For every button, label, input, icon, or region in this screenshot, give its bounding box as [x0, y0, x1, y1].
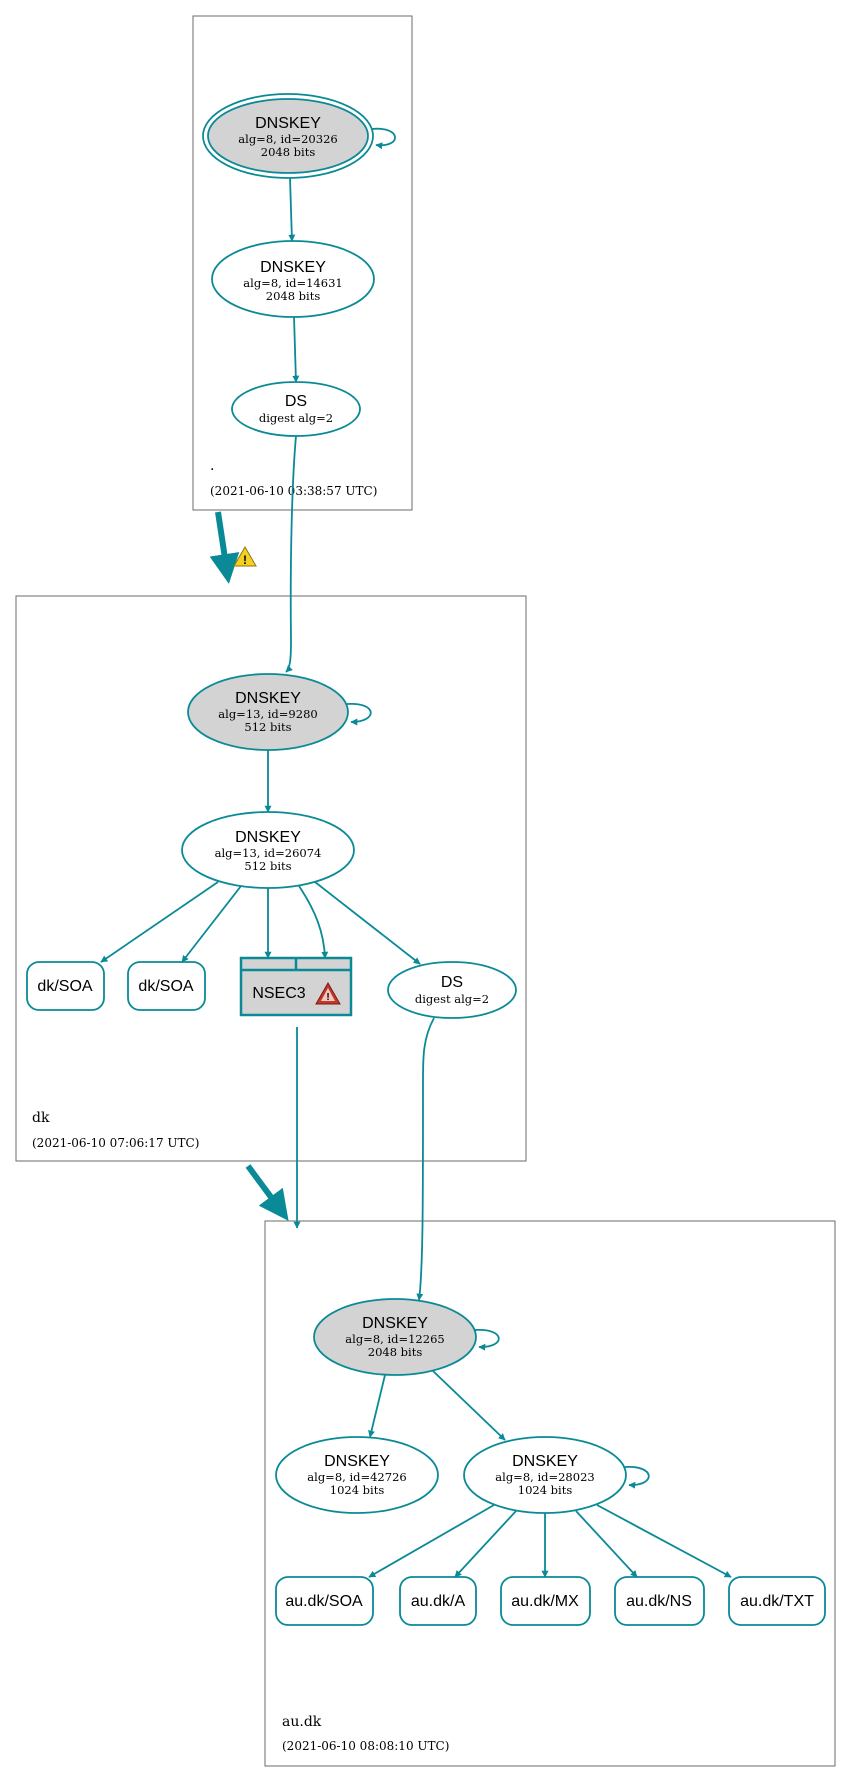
audk-zsk2-to-ns-edge	[575, 1510, 638, 1578]
dk-zsk-to-nsec3-edge-b	[298, 885, 329, 959]
zone-root-timestamp: (2021-06-10 03:38:57 UTC)	[210, 484, 377, 498]
audk-soa-label: au.dk/SOA	[285, 1593, 363, 1610]
error-icon[interactable]: !	[315, 981, 341, 1005]
audk-ns-label: au.dk/NS	[626, 1593, 692, 1610]
root-zsk-node[interactable]: DNSKEY alg=8, id=14631 2048 bits	[211, 240, 375, 318]
delegation-dk-to-audk-edge	[245, 1164, 289, 1221]
audk-ksk-to-zsk2-edge	[432, 1370, 506, 1441]
zone-audk-name: au.dk	[282, 1714, 322, 1730]
zone-audk-timestamp: (2021-06-10 08:08:10 UTC)	[282, 1739, 449, 1753]
dk-ksk-line2: 512 bits	[244, 720, 291, 734]
audk-soa-record[interactable]: au.dk/SOA	[275, 1576, 374, 1626]
zone-audk-box	[264, 1220, 836, 1767]
audk-a-record[interactable]: au.dk/A	[399, 1576, 477, 1626]
zone-dk-timestamp: (2021-06-10 07:06:17 UTC)	[32, 1136, 199, 1150]
audk-zsk2-line1: alg=8, id=28023	[495, 1470, 594, 1484]
dk-zsk-to-soa2-edge	[181, 885, 242, 963]
zone-root-name: .	[210, 458, 214, 474]
root-zsk-line1: alg=8, id=14631	[243, 276, 342, 290]
root-ksk-title: DNSKEY	[255, 115, 321, 132]
dk-zsk-node[interactable]: DNSKEY alg=13, id=26074 512 bits	[181, 811, 355, 889]
root-ksk-node[interactable]: DNSKEY alg=8, id=20326 2048 bits	[202, 93, 374, 179]
audk-zsk1-line1: alg=8, id=42726	[307, 1470, 406, 1484]
zone-dk-box	[15, 595, 527, 1162]
zone-root-box	[192, 15, 413, 511]
root-ksk-to-zsk-edge	[288, 177, 296, 242]
audk-ksk-to-zsk1-edge	[368, 1374, 386, 1438]
dk-ds-title: DS	[441, 974, 463, 991]
root-ksk-line2: 2048 bits	[261, 145, 316, 159]
zone-root: . (2021-06-10 03:38:57 UTC)	[192, 15, 413, 511]
root-ds-node[interactable]: DS digest alg=2	[231, 381, 361, 437]
delegation-root-to-dk-edge	[209, 511, 240, 584]
svg-text:!: !	[326, 992, 329, 1003]
audk-zsk2-line2: 1024 bits	[518, 1483, 573, 1497]
root-ds-title: DS	[285, 393, 307, 410]
dk-ds-to-audk-ksk-edge	[416, 1017, 435, 1301]
audk-ksk-node[interactable]: DNSKEY alg=8, id=12265 2048 bits	[313, 1298, 477, 1376]
root-ds-line1: digest alg=2	[259, 411, 333, 425]
dk-ksk-title: DNSKEY	[235, 690, 301, 707]
audk-ns-record[interactable]: au.dk/NS	[614, 1576, 705, 1626]
root-ds-to-dk-ksk-edge	[285, 435, 297, 673]
audk-zsk1-node[interactable]: DNSKEY alg=8, id=42726 1024 bits	[275, 1436, 439, 1514]
dk-zsk-line1: alg=13, id=26074	[215, 846, 322, 860]
audk-mx-record[interactable]: au.dk/MX	[500, 1576, 591, 1626]
dk-soa-1-label: dk/SOA	[37, 978, 92, 995]
dk-zsk-title: DNSKEY	[235, 829, 301, 846]
audk-zsk2-to-a-edge	[454, 1510, 517, 1578]
zone-dk-name: dk	[32, 1110, 50, 1126]
dk-ksk-node[interactable]: DNSKEY alg=13, id=9280 512 bits	[187, 673, 349, 751]
dk-ds-node[interactable]: DS digest alg=2	[387, 961, 517, 1019]
audk-a-label: au.dk/A	[411, 1593, 466, 1610]
audk-ksk-line2: 2048 bits	[368, 1345, 423, 1359]
zone-audk: au.dk (2021-06-10 08:08:10 UTC)	[264, 1220, 836, 1767]
audk-zsk2-to-soa-edge	[368, 1504, 495, 1578]
audk-zsk2-title: DNSKEY	[512, 1453, 578, 1470]
dk-zsk-line2: 512 bits	[244, 859, 291, 873]
audk-mx-label: au.dk/MX	[511, 1593, 579, 1610]
warning-icon[interactable]: !	[233, 546, 257, 567]
root-ksk-line1: alg=8, id=20326	[238, 132, 337, 146]
audk-zsk2-to-txt-edge	[596, 1504, 732, 1578]
audk-zsk1-title: DNSKEY	[324, 1453, 390, 1470]
audk-txt-record[interactable]: au.dk/TXT	[728, 1576, 826, 1626]
dk-soa-record-2[interactable]: dk/SOA	[127, 961, 206, 1011]
audk-ksk-title: DNSKEY	[362, 1315, 428, 1332]
dk-zsk-to-soa1-edge	[100, 881, 219, 963]
audk-zsk2-self-edge	[624, 1466, 650, 1489]
dk-nsec3-node[interactable]: NSEC3 !	[239, 956, 353, 1017]
svg-text:!: !	[243, 553, 247, 567]
zone-dk: dk (2021-06-10 07:06:17 UTC)	[15, 595, 527, 1162]
root-zsk-title: DNSKEY	[260, 259, 326, 276]
audk-ksk-line1: alg=8, id=12265	[345, 1332, 444, 1346]
audk-ksk-self-edge	[474, 1329, 500, 1351]
dk-ksk-self-edge	[346, 703, 372, 726]
root-ksk-self-edge	[371, 127, 396, 150]
dk-ds-line1: digest alg=2	[415, 992, 489, 1006]
root-zsk-to-ds-edge	[292, 316, 300, 383]
dk-zsk-to-ds-edge	[314, 881, 421, 965]
dk-soa-2-label: dk/SOA	[138, 978, 193, 995]
audk-txt-label: au.dk/TXT	[740, 1593, 814, 1610]
root-zsk-line2: 2048 bits	[266, 289, 321, 303]
dk-nsec3-label: NSEC3	[252, 985, 305, 1002]
dk-ksk-line1: alg=13, id=9280	[218, 707, 317, 721]
dk-soa-record-1[interactable]: dk/SOA	[26, 961, 105, 1011]
audk-zsk1-line2: 1024 bits	[330, 1483, 385, 1497]
audk-zsk2-node[interactable]: DNSKEY alg=8, id=28023 1024 bits	[463, 1436, 627, 1514]
